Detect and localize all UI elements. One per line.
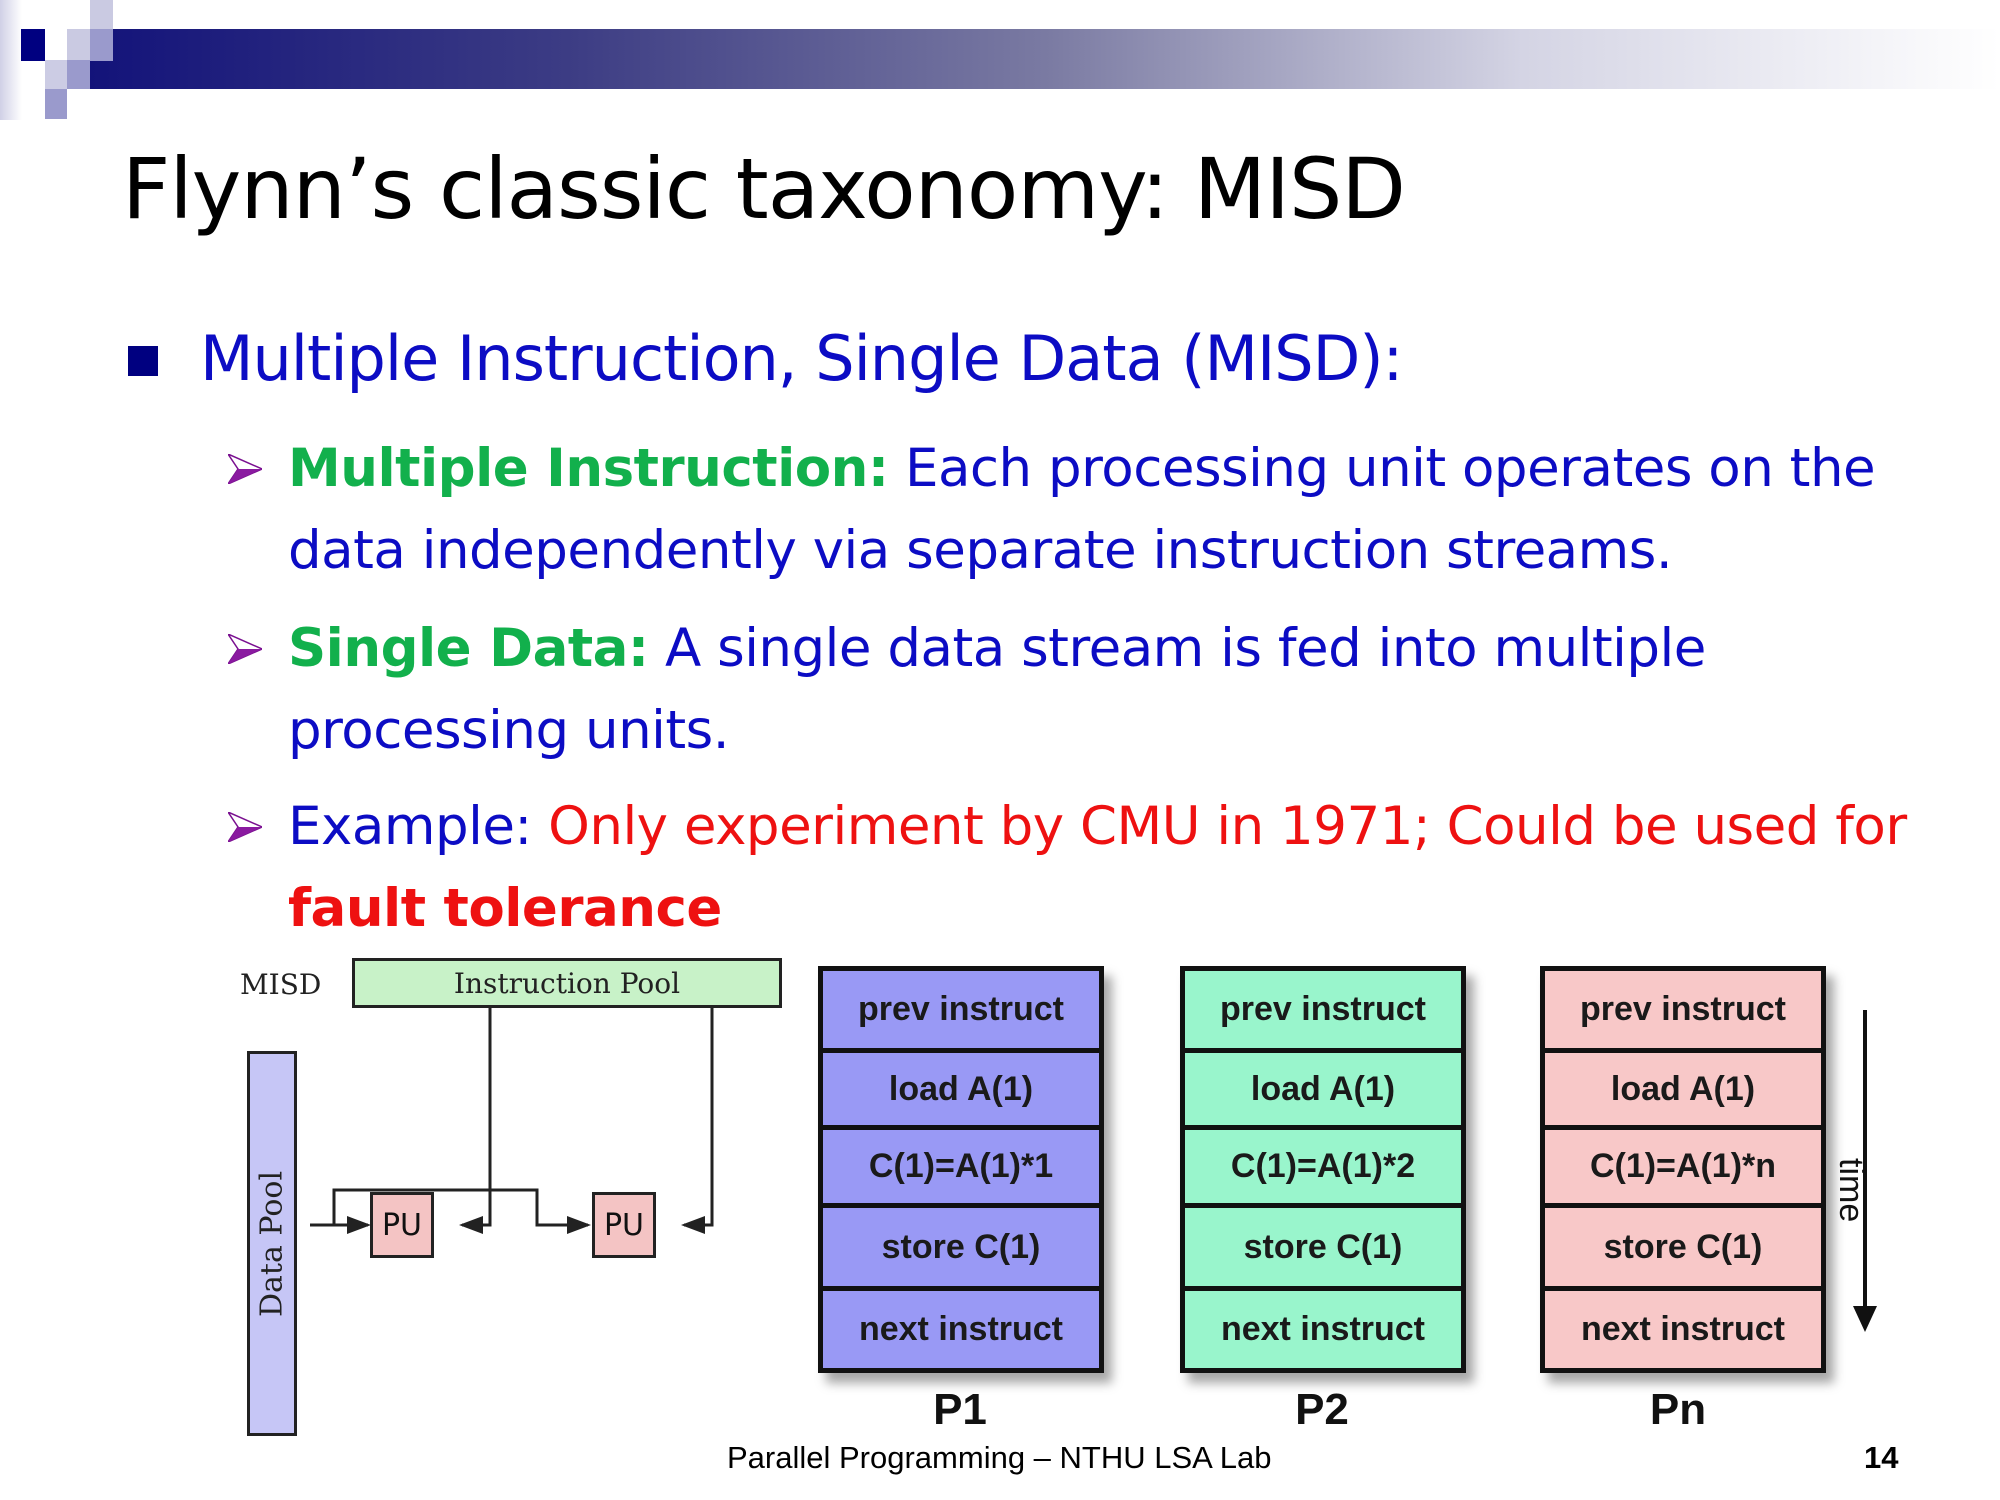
header-gradient-bar <box>90 29 2000 89</box>
instruction-cell: prev instruct <box>1185 971 1461 1053</box>
instruction-cell: prev instruct <box>1545 971 1821 1053</box>
instruction-cell: store C(1) <box>1545 1208 1821 1291</box>
processor-label: P2 <box>1295 1385 1349 1434</box>
header-decoration-square <box>67 29 90 61</box>
sub-bullet: Single Data: A single data stream is fed… <box>228 608 1728 772</box>
processor-label: Pn <box>1649 1385 1707 1434</box>
arrowhead-bullet-icon <box>228 454 262 484</box>
arrowhead-bullet-icon <box>228 812 262 842</box>
footer-text: Parallel Programming – NTHU LSA Lab <box>727 1440 1272 1475</box>
instruction-line-pu1 <box>459 1008 492 1234</box>
processing-unit-box: PU <box>592 1192 656 1258</box>
time-arrow-icon <box>1853 1010 1877 1332</box>
data-line-pu2 <box>332 1188 591 1234</box>
pu-label: PU <box>381 1207 423 1243</box>
instruction-cell: C(1)=A(1)*1 <box>823 1130 1099 1208</box>
slide-title: Flynn’s classic taxonomy: MISD <box>122 140 1406 238</box>
header-decoration-fade <box>0 0 22 120</box>
header-decoration-square <box>90 0 113 29</box>
sub-bullet-label: Multiple Instruction: <box>288 438 889 499</box>
header-decoration-square <box>90 29 113 61</box>
header-decoration-square <box>21 29 45 61</box>
instruction-cell: C(1)=A(1)*n <box>1545 1130 1821 1208</box>
instruction-cell: next instruct <box>1580 1310 1786 1348</box>
processor-stack-p2: prev instruct load A(1) C(1)=A(1)*2 stor… <box>1180 966 1466 1373</box>
instruction-cell: C(1)=A(1)*2 <box>1185 1130 1461 1208</box>
sub-bullet-text: Each processing unit operates on the dat… <box>288 438 1876 581</box>
diagram-connectors <box>310 1008 714 1234</box>
sub-bullet-text: Only experiment by CMU in 1971; Could be… <box>531 796 1907 857</box>
instruction-pool-box: Instruction Pool <box>352 958 782 1008</box>
sub-bullet: Multiple Instruction: Each processing un… <box>228 428 1928 592</box>
sub-bullet-label: Example: <box>288 796 532 857</box>
processing-unit-box: PU <box>370 1192 434 1258</box>
instruction-cell: next instruct <box>858 1310 1064 1348</box>
time-label: time <box>1832 1158 1870 1223</box>
square-bullet-icon <box>128 345 158 376</box>
sub-bullet-text: A single data stream is fed into multipl… <box>288 618 1706 761</box>
header-decoration-square <box>45 60 67 89</box>
instruction-pool-label: Instruction Pool <box>453 966 681 1000</box>
instruction-line-pu2 <box>681 1008 714 1234</box>
instruction-cell: store C(1) <box>1185 1208 1461 1291</box>
header-decoration-square <box>45 89 67 119</box>
data-pool-box: Data Pool <box>247 1051 297 1436</box>
processor-label: P1 <box>933 1385 987 1434</box>
sub-bullet-label: Single Data: <box>288 618 649 679</box>
processor-stack-pn: prev instruct load A(1) C(1)=A(1)*n stor… <box>1540 966 1826 1373</box>
processor-stack-p1: prev instruct load A(1) C(1)=A(1)*1 stor… <box>818 966 1104 1373</box>
instruction-cell: next instruct <box>1220 1310 1426 1348</box>
sub-bullet-emphasis: fault tolerance <box>288 878 722 939</box>
main-bullet-text: Multiple Instruction, Single Data (MISD)… <box>200 322 1403 395</box>
instruction-cell: prev instruct <box>823 971 1099 1053</box>
pu-label: PU <box>603 1207 645 1243</box>
main-bullet: Multiple Instruction, Single Data (MISD)… <box>128 322 1403 395</box>
instruction-cell: load A(1) <box>1185 1053 1461 1130</box>
arrowhead-bullet-icon <box>228 634 262 664</box>
instruction-cell: load A(1) <box>823 1053 1099 1130</box>
misd-label: MISD <box>240 968 322 1001</box>
sub-bullet: Example: Only experiment by CMU in 1971;… <box>228 786 1928 950</box>
instruction-cell: store C(1) <box>823 1208 1099 1291</box>
instruction-cell: load A(1) <box>1545 1053 1821 1130</box>
header-decoration-square <box>67 60 90 89</box>
page-number: 14 <box>1864 1440 1899 1475</box>
